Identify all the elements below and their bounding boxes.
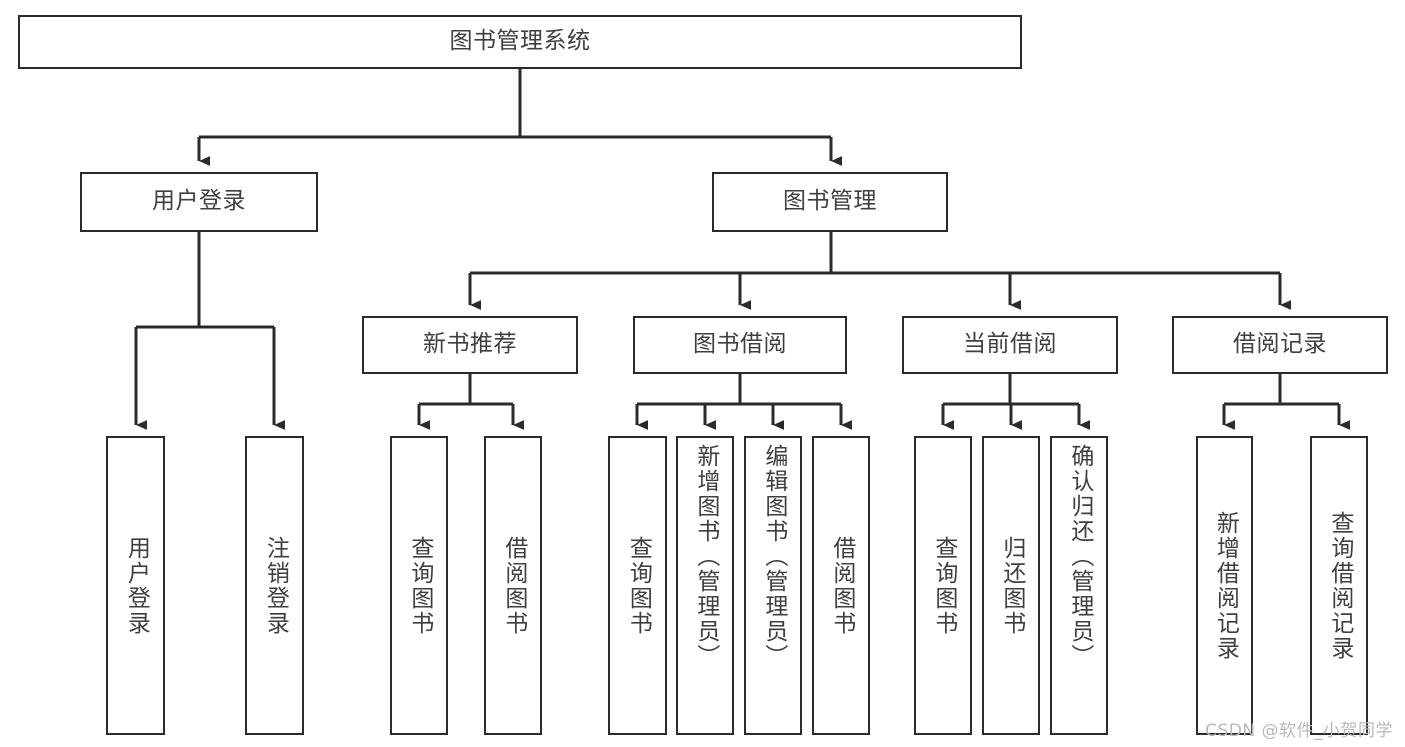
node-book-manage[interactable]: 图书管理: [712, 172, 948, 232]
leaf-return-book[interactable]: 归还图书: [982, 436, 1040, 735]
node-user-login[interactable]: 用户登录: [80, 172, 318, 232]
leaf-add-record[interactable]: 新增借阅记录: [1196, 436, 1253, 735]
leaf-add-book[interactable]: 新增图书（管理员）: [676, 436, 734, 735]
leaf-query-record[interactable]: 查询借阅记录: [1310, 436, 1368, 735]
node-book-borrow[interactable]: 图书借阅: [633, 316, 847, 374]
node-new-book-rec-label: 新书推荐: [423, 331, 517, 358]
node-current-borrow[interactable]: 当前借阅: [902, 316, 1118, 374]
node-borrow-record-label: 借阅记录: [1233, 331, 1327, 358]
node-borrow-record[interactable]: 借阅记录: [1172, 316, 1388, 374]
leaf-query-book-2-label: 查询图书: [625, 535, 652, 636]
leaf-logout-label: 注销登录: [262, 535, 289, 636]
node-root-label: 图书管理系统: [449, 28, 591, 55]
leaf-query-record-label: 查询借阅记录: [1326, 510, 1353, 661]
leaf-edit-book[interactable]: 编辑图书（管理员）: [744, 436, 802, 735]
leaf-return-book-label: 归还图书: [998, 535, 1025, 636]
node-book-borrow-label: 图书借阅: [693, 331, 787, 358]
leaf-user-login-label: 用户登录: [123, 535, 150, 636]
leaf-query-book-1-label: 查询图书: [406, 535, 433, 636]
leaf-confirm-return[interactable]: 确认归还（管理员）: [1050, 436, 1108, 735]
leaf-query-book-2[interactable]: 查询图书: [608, 436, 667, 735]
leaf-borrow-book-2-label: 借阅图书: [828, 535, 855, 636]
node-current-borrow-label: 当前借阅: [963, 331, 1057, 358]
leaf-add-book-label: 新增图书（管理员）: [692, 444, 719, 669]
leaf-borrow-book-1[interactable]: 借阅图书: [484, 436, 542, 735]
leaf-query-book-1[interactable]: 查询图书: [390, 436, 448, 735]
node-book-manage-label: 图书管理: [783, 188, 877, 215]
leaf-borrow-book-1-label: 借阅图书: [500, 535, 527, 636]
leaf-add-record-label: 新增借阅记录: [1212, 510, 1239, 661]
node-user-login-label: 用户登录: [152, 188, 246, 215]
leaf-logout[interactable]: 注销登录: [245, 436, 304, 735]
node-new-book-rec[interactable]: 新书推荐: [362, 316, 578, 374]
leaf-edit-book-label: 编辑图书（管理员）: [760, 444, 787, 669]
csdn-watermark: CSDN @软件_小贺同学: [1205, 721, 1393, 741]
node-root[interactable]: 图书管理系统: [18, 15, 1022, 69]
leaf-query-book-3[interactable]: 查询图书: [914, 436, 972, 735]
leaf-user-login[interactable]: 用户登录: [106, 436, 165, 735]
leaf-borrow-book-2[interactable]: 借阅图书: [812, 436, 870, 735]
leaf-query-book-3-label: 查询图书: [930, 535, 957, 636]
leaf-confirm-return-label: 确认归还（管理员）: [1066, 444, 1093, 669]
